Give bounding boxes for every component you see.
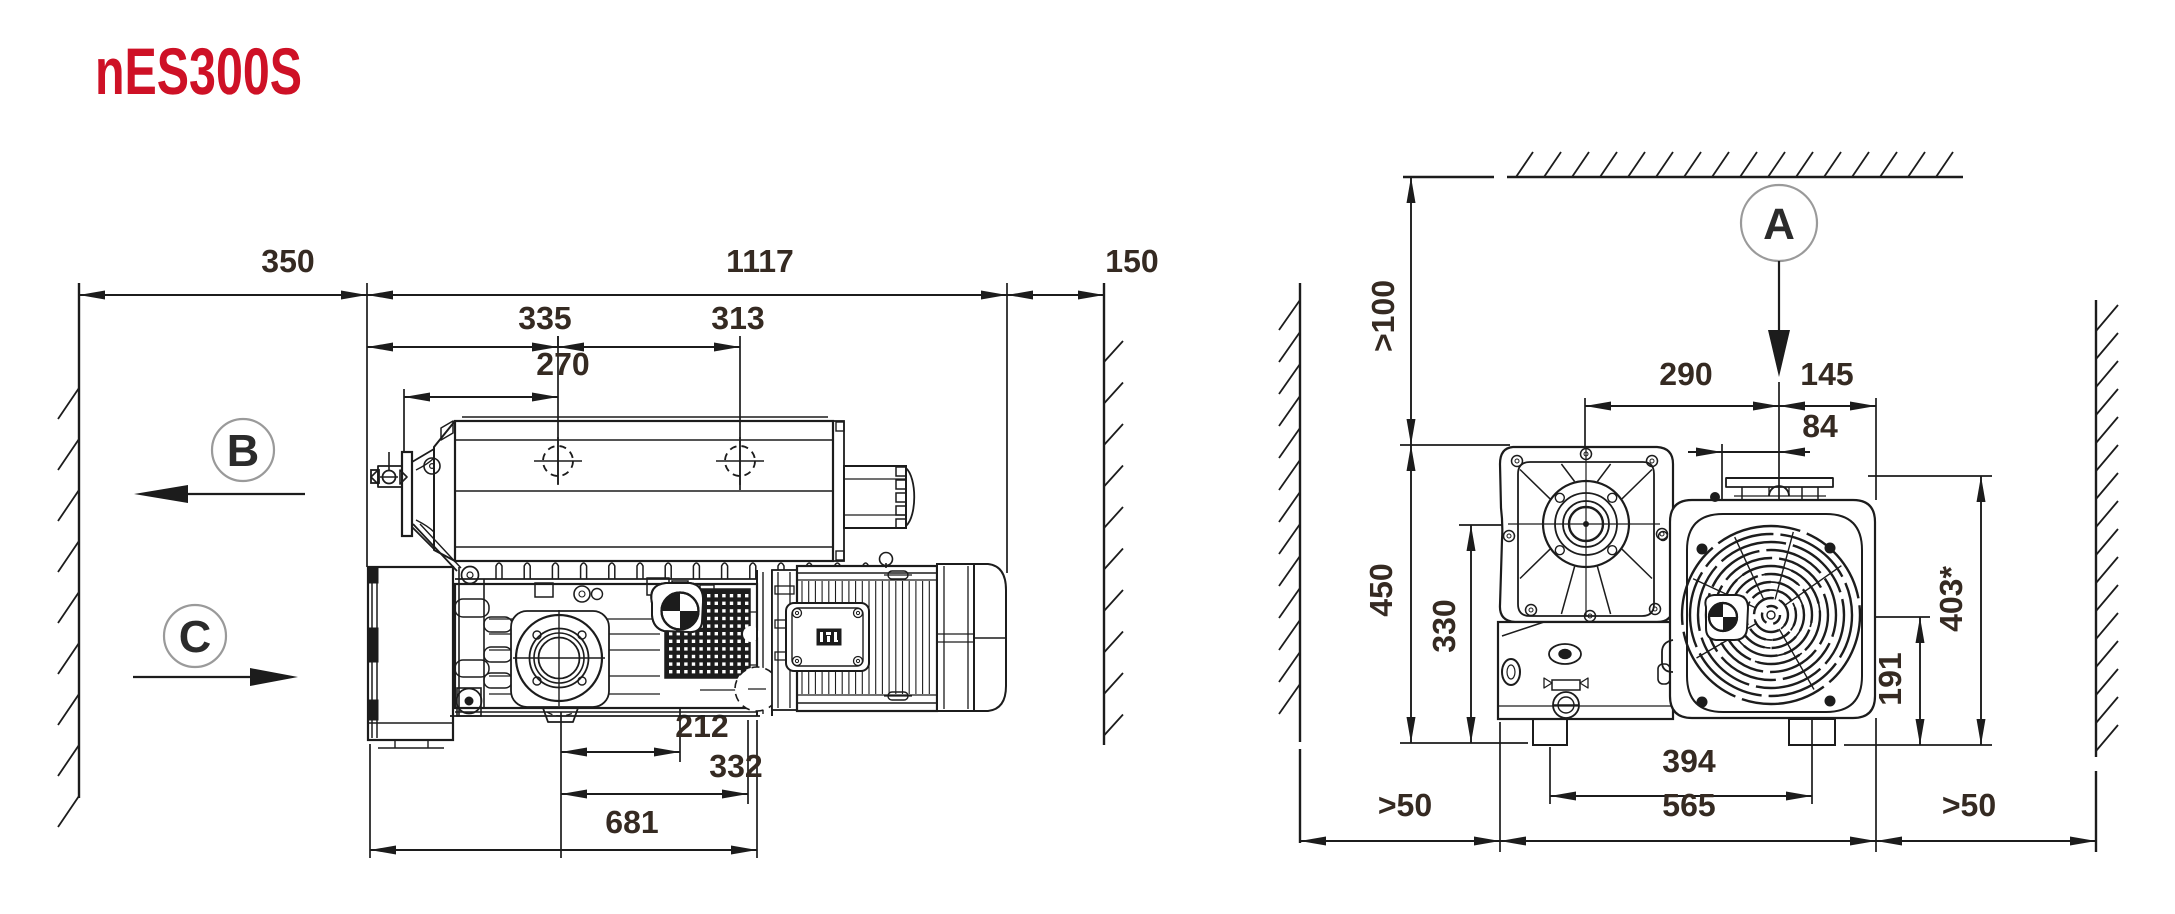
svg-text:450: 450: [1363, 563, 1399, 616]
svg-text:1117: 1117: [726, 243, 794, 279]
svg-text:313: 313: [711, 300, 764, 336]
svg-text:191: 191: [1872, 652, 1908, 705]
svg-text:B: B: [227, 425, 260, 476]
svg-text:565: 565: [1662, 787, 1715, 823]
svg-text:270: 270: [536, 346, 589, 382]
svg-text:681: 681: [605, 804, 658, 840]
svg-text:150: 150: [1105, 243, 1158, 279]
svg-text:>50: >50: [1942, 787, 1996, 823]
svg-text:394: 394: [1662, 743, 1716, 779]
svg-text:>100: >100: [1365, 280, 1401, 352]
svg-text:nES300S: nES300S: [95, 34, 302, 108]
svg-text:212: 212: [675, 708, 728, 744]
svg-text:350: 350: [261, 243, 314, 279]
svg-text:330: 330: [1426, 599, 1462, 652]
svg-text:332: 332: [709, 748, 762, 784]
svg-text:C: C: [179, 611, 212, 662]
svg-text:335: 335: [518, 300, 571, 336]
svg-text:145: 145: [1800, 356, 1853, 392]
svg-text:84: 84: [1802, 408, 1838, 444]
svg-text:403*: 403*: [1933, 566, 1969, 632]
svg-text:>50: >50: [1378, 787, 1432, 823]
svg-text:A: A: [1763, 200, 1795, 249]
svg-text:290: 290: [1659, 356, 1712, 392]
